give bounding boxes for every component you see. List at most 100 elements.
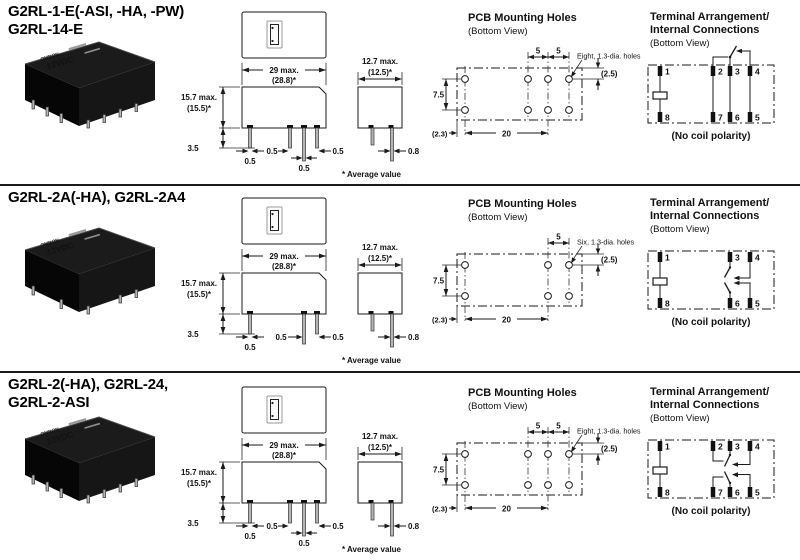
dim-height: 15.7 max. (15.5)* xyxy=(181,272,240,315)
dim-depth: 12.7 max. (12.5)* xyxy=(357,57,403,85)
dim-front-pin: 0.8 xyxy=(378,333,420,342)
terminal-number: 3 xyxy=(735,442,740,452)
dim-pin-w: 0.5 xyxy=(298,164,310,173)
terminal-arrangement-diagram: Terminal Arrangement/ Internal Connectio… xyxy=(647,386,775,517)
pcb-title: PCB Mounting Holes xyxy=(468,12,577,24)
dimension-drawing: 29 max. (28.8)* 15.7 max. (15.5)* 3.5 0.… xyxy=(181,11,420,179)
side-view xyxy=(241,86,327,162)
dim-edge-y: (2.5) xyxy=(573,58,618,90)
average-value-note: * Average value xyxy=(342,545,402,554)
holes-leader: Eight, 1.3-dia. holes xyxy=(571,52,641,78)
holes-note: Six, 1.3-dia. holes xyxy=(577,238,635,247)
front-view xyxy=(357,461,403,537)
front-view xyxy=(357,86,403,162)
dim-height-max: 15.7 max. xyxy=(181,93,217,102)
pcb-mounting-holes-diagram: PCB Mounting Holes (Bottom View) 5 5 Eig… xyxy=(432,387,641,514)
dim-edge-y-text: (2.5) xyxy=(601,256,618,265)
dim-pin-w: 0.5 xyxy=(332,147,344,156)
dim-height-avg: (15.5)* xyxy=(187,104,212,113)
coil xyxy=(652,451,668,487)
dim-pitch: 5 xyxy=(548,233,569,246)
dim-pin-length-text: 3.5 xyxy=(187,330,199,339)
terminal-title-2: Internal Connections xyxy=(650,24,759,36)
section-title-line1: G2RL-1-E(-ASI, -HA, -PW) xyxy=(8,3,185,20)
contact-mechanism-top xyxy=(712,451,751,467)
dim-pin-length-text: 3.5 xyxy=(187,144,199,153)
terminal-number: 8 xyxy=(665,113,670,123)
dim-depth-max: 12.7 max. xyxy=(362,432,398,441)
terminal-number: 4 xyxy=(755,253,760,263)
pcb-title: PCB Mounting Holes xyxy=(468,198,577,210)
dim-edge-y-text: (2.5) xyxy=(601,70,618,79)
dim-edge-x-text: (2.3) xyxy=(432,130,448,139)
average-value-note: * Average value xyxy=(342,170,402,179)
dim-height-avg: (15.5)* xyxy=(187,290,212,299)
no-coil-polarity: (No coil polarity) xyxy=(672,317,751,328)
top-view xyxy=(241,197,327,245)
terminals: 1 3 4 8 6 5 xyxy=(657,252,760,309)
dim-bottom: 20 (2.3) xyxy=(432,306,548,325)
dim-edge-x-text: (2.3) xyxy=(432,316,448,325)
dim-height: 15.7 max. (15.5)* xyxy=(181,461,240,504)
contact-mechanism-bottom xyxy=(723,280,751,298)
no-coil-polarity: (No coil polarity) xyxy=(672,131,751,142)
relay-photo: OMRON 12VDC xyxy=(24,416,156,504)
terminals: 1 2 3 4 8 7 6 5 xyxy=(657,66,760,123)
dim-row-spacing: 7.5 xyxy=(433,264,461,297)
dim-pin-length: 3.5 xyxy=(187,503,255,528)
pcb-bottom-view: (Bottom View) xyxy=(468,401,527,412)
relay-pins xyxy=(31,99,138,129)
terminal-number: 6 xyxy=(735,299,740,309)
dim-height-avg: (15.5)* xyxy=(187,479,212,488)
terminal-title-1: Terminal Arrangement/ xyxy=(650,386,769,398)
dim-pin-w: 0.5 xyxy=(244,532,256,541)
dim-row-spacing-text: 7.5 xyxy=(433,466,445,475)
relay-pins xyxy=(31,474,138,504)
dim-height: 15.7 max. (15.5)* xyxy=(181,86,240,129)
holes-leader: Six, 1.3-dia. holes xyxy=(571,238,635,264)
dim-pin-w: 0.5 xyxy=(332,522,344,531)
front-view xyxy=(357,272,403,348)
dim-width-max: 29 max. xyxy=(269,66,298,75)
terminal-number: 4 xyxy=(755,442,760,452)
top-view xyxy=(241,386,327,434)
relay-front-face xyxy=(25,64,79,126)
dim-width-max: 29 max. xyxy=(269,441,298,450)
terminal-number: 1 xyxy=(665,253,670,263)
terminal-number: 1 xyxy=(665,442,670,452)
side-view xyxy=(241,461,327,537)
pcb-outline xyxy=(456,67,583,121)
contact-mechanism-bottom xyxy=(712,471,751,487)
terminal-bottom-view: (Bottom View) xyxy=(650,413,709,424)
dim-pitch-text: 5 xyxy=(556,422,561,431)
relay-brand-text: OMRON xyxy=(40,238,60,249)
dim-depth-avg: (12.5)* xyxy=(368,443,393,452)
dim-depth-avg: (12.5)* xyxy=(368,254,393,263)
relay-photo: OMRON 12VDC xyxy=(24,41,156,129)
terminal-number: 5 xyxy=(755,113,760,123)
pcb-mounting-holes-diagram: PCB Mounting Holes (Bottom View) 5 5 Eig… xyxy=(432,12,641,139)
dim-front-pin-w: 0.8 xyxy=(408,522,420,531)
dim-depth: 12.7 max. (12.5)* xyxy=(357,432,403,460)
contact-mechanism xyxy=(712,45,751,66)
holes-leader: Eight, 1.3-dia. holes xyxy=(571,427,641,453)
dim-pin-w: 0.5 xyxy=(244,343,256,352)
contact-mechanism-top xyxy=(723,262,751,281)
dim-width-avg: (28.8)* xyxy=(272,451,297,460)
dim-depth: 12.7 max. (12.5)* xyxy=(357,243,403,271)
terminal-title-2: Internal Connections xyxy=(650,399,759,411)
terminal-title-1: Terminal Arrangement/ xyxy=(650,197,769,209)
pcb-title: PCB Mounting Holes xyxy=(468,387,577,399)
dim-pin-length: 3.5 xyxy=(187,314,255,339)
dim-pin-w: 0.5 xyxy=(275,333,287,342)
dim-pitch-text: 5 xyxy=(556,47,561,56)
dim-width: 29 max. (28.8)* xyxy=(241,438,327,460)
pcb-mounting-holes-diagram: PCB Mounting Holes (Bottom View) 5 Six, … xyxy=(432,198,635,325)
relay-brand-text: OMRON xyxy=(40,52,60,63)
terminal-number: 6 xyxy=(735,488,740,498)
terminal-number: 2 xyxy=(718,67,723,77)
dim-width-avg: (28.8)* xyxy=(272,262,297,271)
relay-brand-text: OMRON xyxy=(40,427,60,438)
terminal-arrangement-diagram: Terminal Arrangement/ Internal Connectio… xyxy=(647,11,775,142)
